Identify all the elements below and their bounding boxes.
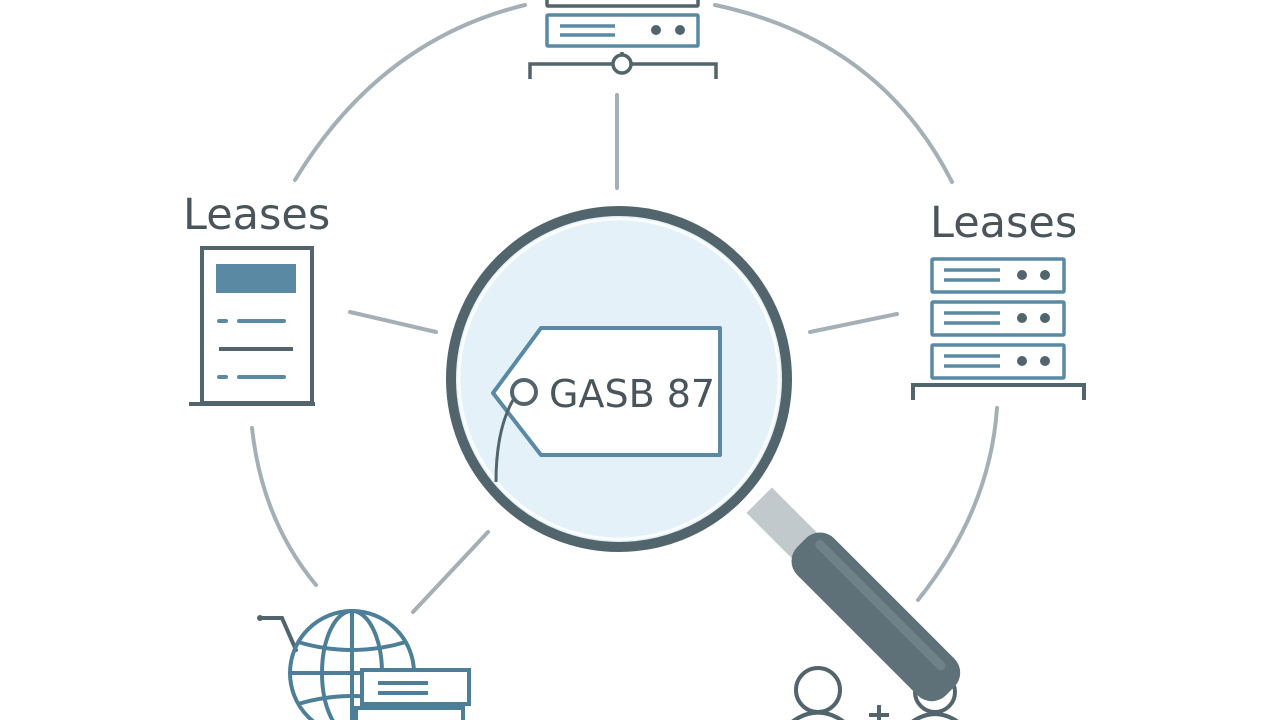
- spoke-right: [808, 312, 899, 334]
- server-unit-top: [545, 0, 700, 8]
- arc-top-left: [293, 3, 527, 182]
- server-stack-icon: [911, 257, 1086, 400]
- arc-left: [250, 426, 318, 587]
- arc-right: [916, 406, 999, 602]
- handle-grip: [791, 532, 961, 702]
- server-rack-icon: [528, 0, 718, 79]
- server-base-knob: [611, 53, 633, 75]
- spokes: [348, 93, 899, 614]
- globe-cart-icon: [257, 609, 471, 720]
- left-leases-label: Leases: [183, 190, 330, 240]
- document-icon: [189, 246, 315, 406]
- right-leases-label: Leases: [930, 198, 1077, 248]
- spoke-left: [348, 310, 438, 334]
- handle-neck: [746, 487, 818, 559]
- spoke-bottom-left: [411, 530, 490, 614]
- arc-top-right: [713, 3, 954, 184]
- gasb87-tag-text: GASB 87: [549, 372, 715, 416]
- connector-arcs: [250, 3, 999, 602]
- price-tag-icon: GASB 87: [491, 326, 722, 483]
- server-unit: [545, 13, 700, 48]
- magnifying-glass-icon: [446, 206, 961, 702]
